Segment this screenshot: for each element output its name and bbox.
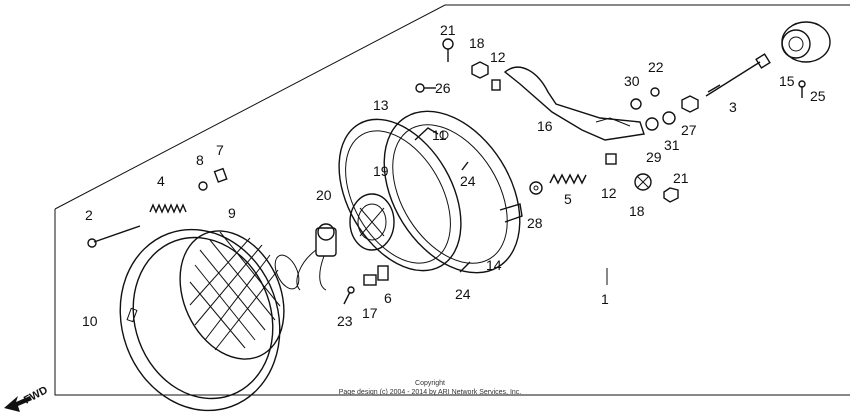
pin-25	[798, 80, 806, 98]
callout-18-lower: 18	[629, 203, 645, 219]
callout-13: 13	[373, 97, 389, 113]
nut-22	[650, 87, 660, 97]
callout-28: 28	[527, 215, 543, 231]
washer-31	[662, 111, 676, 125]
mount-bolt	[705, 53, 771, 97]
callout-15: 15	[779, 73, 795, 89]
callout-6: 6	[384, 290, 392, 306]
callout-20: 20	[316, 187, 332, 203]
callout-labels: 1 2 3 4 5 6 7 8 9 10 11 12 12 13 14 15 1…	[82, 22, 826, 329]
callout-11: 11	[432, 127, 447, 143]
callout-30: 30	[624, 73, 640, 89]
callout-3: 3	[729, 99, 737, 115]
bulb-socket	[349, 193, 395, 251]
bolt-21-lower	[663, 187, 679, 203]
callout-25: 25	[810, 88, 826, 104]
callout-21-top: 21	[440, 22, 456, 38]
spring-left	[149, 203, 187, 214]
callout-5: 5	[564, 191, 572, 207]
screw-24-lower	[459, 261, 471, 273]
callout-2: 2	[85, 207, 93, 223]
callout-22: 22	[648, 59, 664, 75]
callout-1: 1	[601, 291, 609, 307]
callout-26: 26	[435, 80, 451, 96]
callout-16: 16	[537, 118, 553, 134]
washer-29	[645, 117, 659, 131]
spring-right	[549, 173, 587, 185]
nut-27	[681, 95, 699, 113]
clip-nut-7	[213, 167, 228, 183]
clip-6	[377, 265, 389, 281]
callout-4: 4	[157, 173, 165, 189]
headlight-rim	[119, 228, 281, 412]
headlight-housing	[383, 110, 523, 274]
bolt-26	[415, 83, 436, 93]
washer-30	[630, 98, 642, 110]
adjusting-screw	[87, 225, 141, 248]
callout-24-upper: 24	[460, 173, 476, 189]
nut-17	[363, 274, 377, 286]
clip-12-top	[491, 79, 501, 91]
assembly-frame	[54, 4, 850, 396]
callout-7: 7	[216, 142, 224, 158]
bolt-21-top	[442, 38, 454, 62]
nut-18-top	[471, 61, 489, 79]
callout-10: 10	[82, 313, 98, 329]
copyright-line-1: Copyright	[415, 380, 445, 387]
screw-23	[343, 286, 355, 305]
forward-arrow-icon	[4, 396, 32, 412]
callout-27: 27	[681, 122, 697, 138]
headlight-case-ring	[338, 118, 462, 272]
callout-8: 8	[196, 152, 204, 168]
callout-19: 19	[373, 163, 389, 179]
callout-18-top: 18	[469, 35, 485, 51]
callout-14: 14	[486, 257, 502, 273]
sealed-beam-unit	[179, 230, 300, 360]
callout-17: 17	[362, 305, 378, 321]
bulb	[296, 223, 337, 291]
callout-31: 31	[664, 137, 680, 153]
copyright-line-2: Page design (c) 2004 - 2014 by ARI Netwo…	[338, 389, 522, 396]
grommet-18-lower	[634, 173, 652, 191]
screw-24-upper	[461, 161, 469, 171]
collar	[781, 21, 831, 63]
washer-28	[529, 181, 543, 195]
callout-23: 23	[337, 313, 353, 329]
callout-12-lower: 12	[601, 185, 617, 201]
callout-12-top: 12	[490, 49, 506, 65]
headlight-stay	[503, 66, 645, 141]
callout-9: 9	[228, 205, 236, 221]
callout-24-lower: 24	[455, 286, 471, 302]
callout-21-lower: 21	[673, 170, 689, 186]
small-nut-8	[198, 181, 208, 191]
copyright-notice: Copyright Page design (c) 2004 - 2014 by…	[300, 379, 560, 397]
callout-29: 29	[646, 149, 662, 165]
clip-12-lower	[605, 153, 617, 165]
